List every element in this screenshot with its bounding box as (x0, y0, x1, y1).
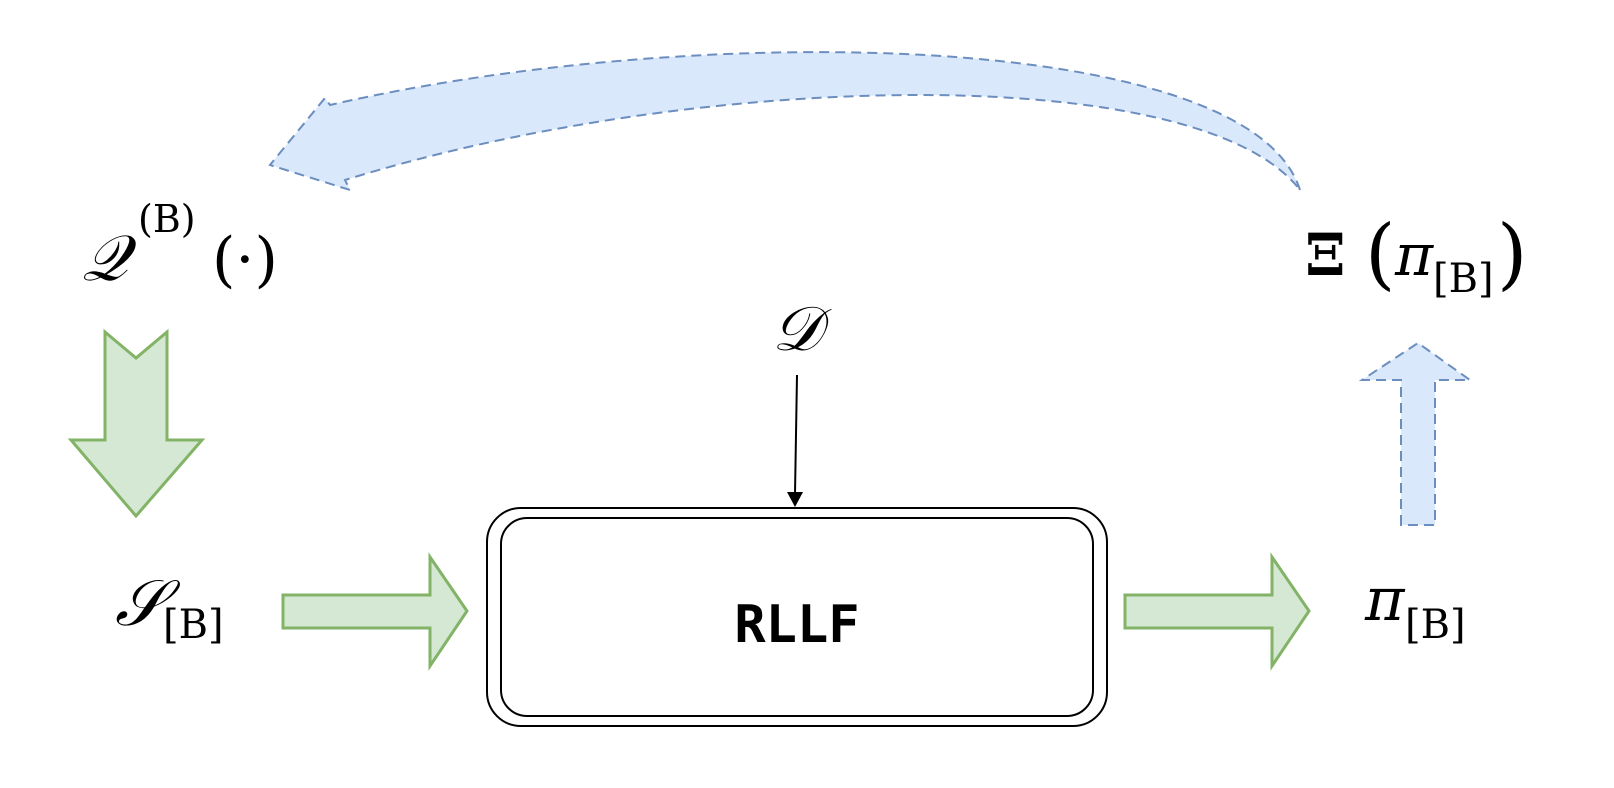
xi-pi-symbol: π (1394, 221, 1434, 289)
s-to-rllf-arrow (281, 552, 469, 671)
q-superscript: (B) (138, 197, 196, 241)
q-to-s-arrow (67, 328, 206, 519)
s-set-label: 𝒮 [B] (115, 567, 224, 648)
xi-evaluation-label: Ξ ( π [B] ) (1305, 209, 1527, 302)
pi-subscript: [B] (1405, 602, 1466, 648)
q-symbol: 𝒬 (82, 222, 137, 296)
xi-close-paren: ) (1497, 209, 1527, 299)
pi-policy-label: π [B] (1364, 565, 1466, 648)
rllf-label: RLLF (734, 595, 859, 655)
pi-to-xi-arrow (1358, 341, 1474, 526)
xi-open-paren: ( (1365, 209, 1395, 299)
q-argument: (·) (212, 225, 278, 295)
rllf-box: RLLF (486, 507, 1108, 727)
q-operator-label: 𝒬 (B) (·) (82, 197, 278, 296)
rllf-to-pi-arrow (1123, 552, 1311, 671)
xi-subscript: [B] (1433, 256, 1494, 302)
pi-symbol: π (1364, 565, 1406, 635)
d-dataset-label: 𝒟 (772, 292, 832, 365)
d-to-rllf-line (794, 374, 798, 495)
xi-symbol: Ξ (1305, 221, 1346, 289)
s-subscript: [B] (163, 602, 224, 648)
feedback-curved-arrow (268, 51, 1301, 192)
d-to-rllf-arrowhead (787, 492, 803, 507)
